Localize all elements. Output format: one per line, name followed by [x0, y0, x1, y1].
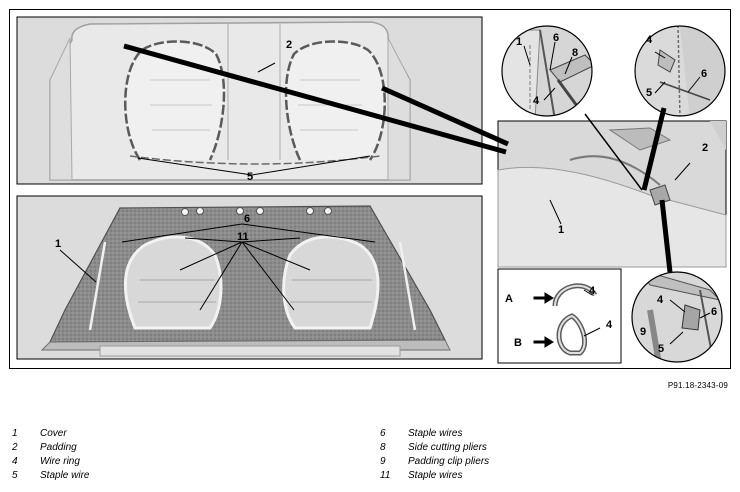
legend-item: 9 Padding clip pliers: [380, 455, 489, 469]
illustration-frame: 2 5 1 6 11 1 6 8 4 4 5 6 1 2 A 4 B 4 4 6…: [9, 9, 731, 369]
callout-a-8: 8: [572, 47, 578, 59]
callout-ring-A-4: 4: [589, 285, 596, 297]
callout-c-5: 5: [658, 343, 664, 355]
callout-a-1: 1: [516, 36, 522, 48]
callout-center-1: 1: [558, 224, 564, 236]
legend-label: Padding clip pliers: [408, 456, 490, 467]
callout-bottom-6: 6: [244, 213, 250, 225]
legend-number: 5: [12, 470, 18, 481]
legend-number: 1: [12, 428, 18, 439]
legend-label: Staple wires: [408, 470, 463, 481]
legend-number: 11: [380, 470, 391, 481]
detail-center-seam: [497, 120, 727, 268]
callout-a-6: 6: [553, 32, 559, 44]
legend-label: Wire ring: [40, 456, 80, 467]
legend-number: 9: [380, 456, 386, 467]
detail-b-wire-ring: [634, 25, 726, 117]
legend-item: 8 Side cutting pliers: [380, 441, 489, 455]
callout-b-4: 4: [646, 34, 653, 46]
detail-wire-ring-states: [497, 268, 622, 364]
callout-c-9: 9: [640, 326, 646, 338]
legend-label: Staple wire: [40, 470, 90, 481]
callout-ring-B: B: [514, 337, 522, 349]
legend-label: Side cutting pliers: [408, 442, 487, 453]
legend-label: Staple wires: [408, 428, 463, 439]
callout-labels: 2 5 1 6 11 1 6 8 4 4 5 6 1 2 A 4 B 4 4 6…: [55, 32, 717, 355]
legend-number: 8: [380, 442, 386, 453]
rear-seat-cover-diagram: 2 5 1 6 11 1 6 8 4 4 5 6 1 2 A 4 B 4 4 6…: [16, 16, 727, 364]
callout-bottom-11: 11: [237, 231, 249, 243]
detail-c-padding-clip: [631, 271, 723, 363]
legend-number: 6: [380, 428, 386, 439]
callout-c-4: 4: [657, 294, 664, 306]
detail-a-cutting-wire: [501, 25, 593, 117]
legend-item: 5 Staple wire: [12, 469, 89, 483]
legend-number: 2: [12, 442, 18, 453]
callout-b-5: 5: [646, 87, 652, 99]
legend-left: 1 Cover 2 Padding 4 Wire ring 5 Staple wire: [12, 427, 89, 483]
callout-bottom-1: 1: [55, 238, 61, 250]
callout-a-4: 4: [533, 95, 540, 107]
legend-item: 6 Staple wires: [380, 427, 489, 441]
callout-c-6: 6: [711, 306, 717, 318]
callout-top-5: 5: [247, 171, 253, 183]
callout-ring-B-4: 4: [606, 319, 613, 331]
callout-top-2: 2: [286, 39, 292, 51]
legend-item: 2 Padding: [12, 441, 89, 455]
figure-code: P91.18-2343-09: [667, 381, 728, 390]
callout-b-6: 6: [701, 68, 707, 80]
legend-item: 11 Staple wires: [380, 469, 489, 483]
legend-item: 4 Wire ring: [12, 455, 89, 469]
legend-label: Cover: [40, 428, 67, 439]
legend-item: 1 Cover: [12, 427, 89, 441]
legend-label: Padding: [40, 442, 77, 453]
callout-ring-A: A: [505, 293, 513, 305]
callout-center-2: 2: [702, 142, 708, 154]
legend-number: 4: [12, 456, 18, 467]
leader-lines: [59, 41, 711, 345]
bottom-panel: [16, 195, 483, 360]
